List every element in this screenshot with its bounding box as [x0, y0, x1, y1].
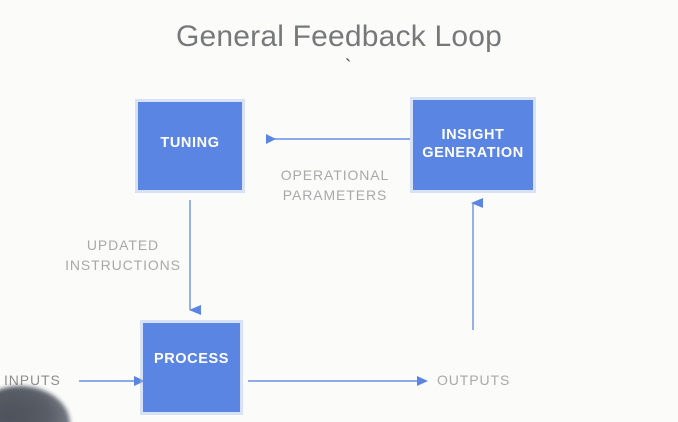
node-tuning[interactable]: TUNING [138, 102, 242, 190]
node-insight-generation-label: INSIGHT GENERATION [422, 126, 524, 161]
edge-label-outputs: OUTPUTS [437, 372, 511, 388]
presenter-silhouette [0, 386, 70, 422]
node-tuning-label: TUNING [160, 134, 220, 151]
node-process[interactable]: PROCESS [143, 323, 240, 412]
edge-label-inputs: INPUTS [4, 372, 61, 388]
page-title: General Feedback Loop [175, 20, 503, 53]
stray-tick-mark: ` [345, 57, 352, 78]
node-insight-generation[interactable]: INSIGHT GENERATION [413, 100, 533, 190]
edge-label-updated-instructions: UPDATED INSTRUCTIONS [65, 237, 181, 273]
node-process-label: PROCESS [153, 351, 230, 368]
edge-label-operational-parameters: OPERATIONAL PARAMETERS [280, 167, 390, 203]
